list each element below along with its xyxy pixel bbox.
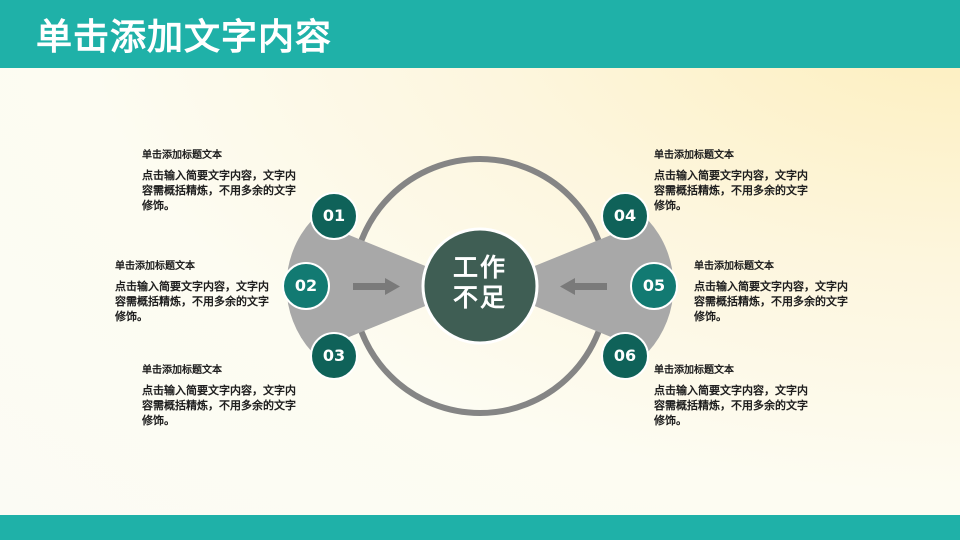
- text-block-title: 单击添加标题文本: [654, 150, 734, 161]
- text-block-title: 单击添加标题文本: [115, 261, 195, 272]
- left-arrow-icon: [560, 278, 607, 295]
- center-label-line2: 不足: [452, 283, 507, 312]
- badge-number-02: 02: [294, 276, 318, 295]
- page-title: 单击添加文字内容: [36, 17, 333, 58]
- badge-circle-03: [310, 332, 358, 380]
- text-block-05: 单击添加标题文本 点击输入简要文字内容，文字内容需概括精炼，不用多余的文字修饰。: [694, 261, 854, 324]
- badge-circle-01: [310, 192, 358, 240]
- badge-number-06: 06: [613, 346, 637, 365]
- title-bar: [0, 0, 960, 68]
- badge-number-01: 01: [322, 206, 346, 225]
- badge-circle-05: [630, 262, 678, 310]
- text-block-03: 单击添加标题文本 点击输入简要文字内容，文字内容需概括精炼，不用多余的文字修饰。: [142, 365, 302, 428]
- text-block-title: 单击添加标题文本: [694, 261, 774, 272]
- text-block-06: 单击添加标题文本 点击输入简要文字内容，文字内容需概括精炼，不用多余的文字修饰。: [654, 365, 814, 428]
- badge-number-03: 03: [322, 346, 346, 365]
- text-block-body: 点击输入简要文字内容，文字内容需概括精炼，不用多余的文字修饰。: [654, 169, 808, 212]
- badge-circle-02: [282, 262, 330, 310]
- text-block-title: 单击添加标题文本: [142, 150, 222, 161]
- text-block-body: 点击输入简要文字内容，文字内容需概括精炼，不用多余的文字修饰。: [694, 280, 848, 323]
- center-label: 工作 不足: [425, 253, 535, 313]
- text-block-body: 点击输入简要文字内容，文字内容需概括精炼，不用多余的文字修饰。: [654, 384, 808, 427]
- badge-number-05: 05: [642, 276, 666, 295]
- text-block-02: 单击添加标题文本 点击输入简要文字内容，文字内容需概括精炼，不用多余的文字修饰。: [115, 261, 275, 324]
- badge-circle-04: [601, 192, 649, 240]
- badge-circle-06: [601, 332, 649, 380]
- text-block-title: 单击添加标题文本: [142, 365, 222, 376]
- text-block-title: 单击添加标题文本: [654, 365, 734, 376]
- text-block-04: 单击添加标题文本 点击输入简要文字内容，文字内容需概括精炼，不用多余的文字修饰。: [654, 150, 814, 213]
- center-circle: [421, 227, 539, 345]
- text-block-body: 点击输入简要文字内容，文字内容需概括精炼，不用多余的文字修饰。: [115, 280, 269, 323]
- badge-number-04: 04: [613, 206, 637, 225]
- right-arrow-icon: [353, 278, 400, 295]
- center-label-line1: 工作: [452, 253, 507, 282]
- text-block-body: 点击输入简要文字内容，文字内容需概括精炼，不用多余的文字修饰。: [142, 169, 296, 212]
- text-block-01: 单击添加标题文本 点击输入简要文字内容，文字内容需概括精炼，不用多余的文字修饰。: [142, 150, 302, 213]
- text-block-body: 点击输入简要文字内容，文字内容需概括精炼，不用多余的文字修饰。: [142, 384, 296, 427]
- footer-bar: [0, 515, 960, 540]
